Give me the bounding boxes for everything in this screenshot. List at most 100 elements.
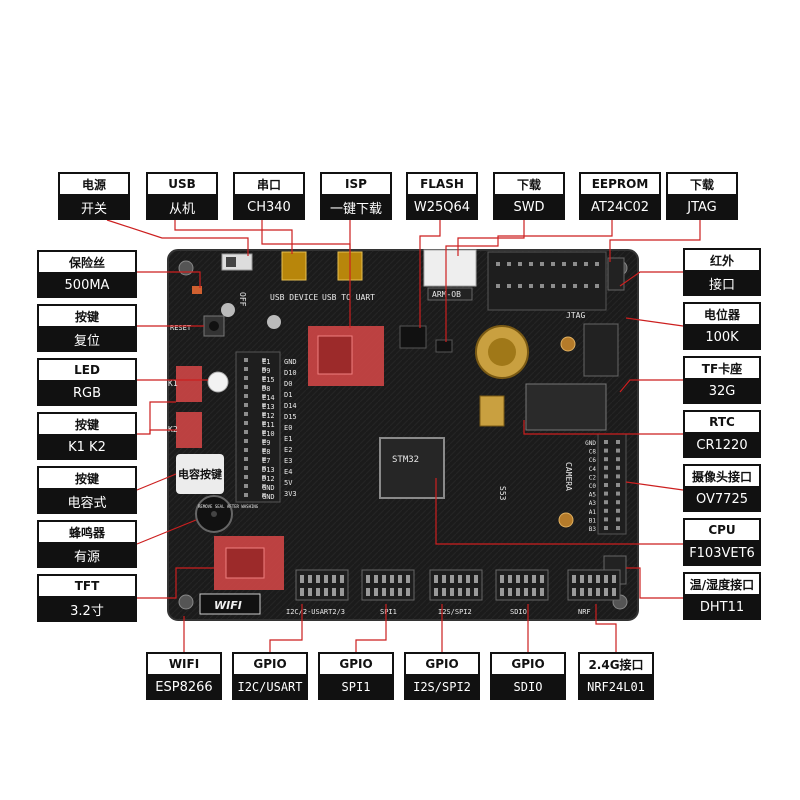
header-pin [406, 588, 410, 596]
header-pin [262, 484, 266, 488]
header-pin [604, 517, 608, 522]
silk-i2s-header: I2S/SPI2 [438, 608, 472, 616]
silk-pin-label: B3 [589, 526, 597, 533]
silk-pin-label: D15 [284, 413, 297, 421]
silk-cpu: STM32 [392, 455, 419, 465]
silk-pin-label: E1 [262, 358, 270, 366]
key-k2 [176, 412, 202, 448]
header-pin [300, 575, 304, 583]
header-pin [616, 465, 620, 470]
header-pin [604, 440, 608, 444]
callout-value: DHT11 [685, 596, 759, 618]
callout-title: 下载 [668, 174, 736, 196]
gpio-headers [295, 569, 621, 601]
silk-i2c-header: I2C/2-USART2/3 [286, 608, 345, 616]
touch-key-area [176, 454, 224, 494]
header-pin [244, 430, 248, 434]
header-pin [604, 448, 608, 453]
header-pin [604, 457, 608, 462]
header-pin [374, 588, 378, 596]
header-pin [604, 575, 608, 583]
callout-camera: 摄像头接口 OV7725 [683, 464, 761, 512]
fuse [192, 286, 202, 294]
gpio-header [495, 569, 549, 601]
header-pin [604, 500, 608, 505]
callout-title: GPIO [320, 654, 392, 676]
header-pin [496, 262, 500, 266]
callout-title: FLASH [408, 174, 476, 196]
callout-rtc: RTC CR1220 [683, 410, 761, 458]
callout-title: WIFI [148, 654, 220, 676]
callout-value: OV7725 [685, 488, 759, 510]
callout-title: 串口 [235, 174, 303, 196]
silk-pin-label: D14 [284, 402, 297, 410]
silk-pin-label: D1 [284, 391, 292, 399]
header-pin [324, 575, 328, 583]
callout-title: LED [39, 360, 135, 382]
silk-pin-label: GND [262, 493, 275, 501]
header-pin [616, 500, 620, 505]
silk-sdio-header: SDIO [510, 608, 527, 616]
header-pin [244, 403, 248, 407]
silk-pin-label: D0 [284, 380, 292, 388]
callout-title: GPIO [406, 654, 478, 676]
callout-temp-humidity: 温/湿度接口 DHT11 [683, 572, 761, 620]
header-pin [340, 588, 344, 596]
tft-pins [244, 358, 266, 497]
callout-title: GPIO [492, 654, 564, 676]
header-pin [262, 457, 266, 461]
silk-pin-label: E0 [284, 424, 292, 432]
silk-s53: S53 [498, 486, 507, 501]
silk-pin-label: A3 [589, 500, 597, 507]
header-pin [584, 262, 588, 266]
silk-pin-label: C6 [589, 457, 597, 464]
callout-title: GPIO [234, 654, 306, 676]
callout-title: 下载 [495, 174, 563, 196]
header-pin [595, 262, 599, 266]
header-pin [540, 588, 544, 596]
header-pin [332, 575, 336, 583]
header-pin [262, 448, 266, 452]
header-pin [450, 588, 454, 596]
jtag-pins [496, 262, 599, 288]
callout-title: 红外 [685, 250, 759, 272]
callout-value: 开关 [60, 196, 128, 218]
callout-wifi: WIFI ESP8266 [146, 652, 222, 700]
silk-pin-label: D8 [262, 385, 270, 393]
header-pin [244, 367, 248, 371]
header-pin [262, 475, 266, 479]
callout-gpio-i2c-usart: GPIO I2C/USART [232, 652, 308, 700]
header-pin [434, 588, 438, 596]
silk-pin-label: E9 [262, 439, 270, 447]
potentiometer [560, 336, 576, 352]
silk-pin-label: E4 [284, 468, 292, 476]
header-pin [458, 588, 462, 596]
header-pin [366, 588, 370, 596]
callout-value: 3.2寸 [39, 598, 135, 620]
header-pin [584, 284, 588, 288]
callout-value: JTAG [668, 196, 736, 218]
silk-pin-label: B1 [589, 517, 597, 524]
callout-jtag: 下载 JTAG [666, 172, 738, 220]
callout-buzzer: 蜂鸣器 有源 [37, 520, 137, 568]
tft-silk-left: E1D9E15D8E14E13E12E11E10E9E8E7D13D12GNDG… [262, 358, 275, 501]
callout-value: RGB [39, 382, 135, 404]
callout-value: CR1220 [685, 434, 759, 456]
header-pin [529, 262, 533, 266]
header-pin [262, 394, 266, 398]
callout-usb-slave: USB 从机 [146, 172, 218, 220]
header-pin [572, 588, 576, 596]
silk-pin-label: C0 [589, 483, 597, 490]
silk-remove-seal: REMOVE SEAL AFTER WASHING [198, 504, 259, 509]
header-pin [573, 284, 577, 288]
gpio-header [361, 569, 415, 601]
header-pin [244, 484, 248, 488]
header-pin [508, 575, 512, 583]
header-pin [262, 412, 266, 416]
silk-k1: K1 [168, 379, 178, 388]
header-pin [262, 403, 266, 407]
header-pin [562, 262, 566, 266]
callout-infrared: 红外 接口 [683, 248, 761, 296]
